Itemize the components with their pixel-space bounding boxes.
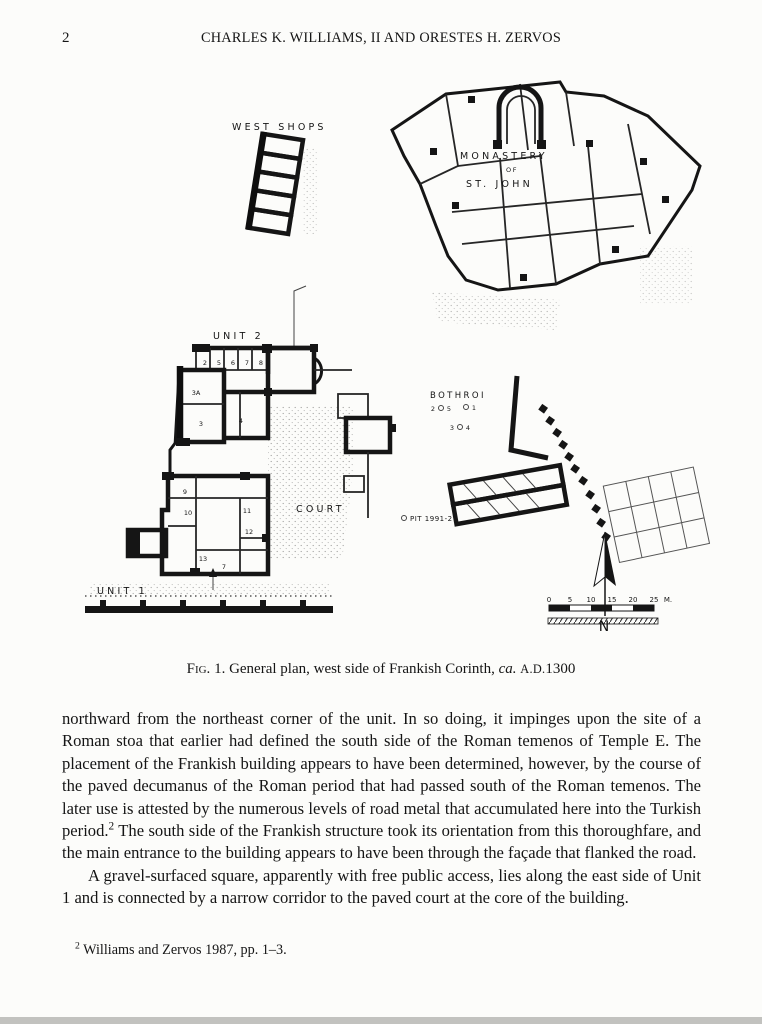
footnote-number: 2 <box>75 940 80 952</box>
figure-caption: Fig. 1. General plan, west side of Frank… <box>0 661 762 678</box>
monastery-st-john-label: ST. JOHN <box>466 179 533 190</box>
scale-tick: 0 <box>547 596 551 604</box>
unit1-label: UNIT 1 <box>97 586 148 597</box>
west-shops-plan: WEST SHOPS <box>232 122 327 237</box>
scale-unit-label: M. <box>664 596 672 604</box>
monastery-of-label: OF <box>506 166 518 174</box>
room-number: 3 <box>199 420 203 428</box>
caption-fig-label: Fig. <box>186 661 211 677</box>
scale-tick: 5 <box>568 596 572 604</box>
west-shops-label: WEST SHOPS <box>232 122 327 133</box>
caption-text: General plan, west side of Frankish Cori… <box>229 661 495 677</box>
page-number: 2 <box>62 30 70 46</box>
room-number: 11 <box>243 507 251 515</box>
room-number: 4 <box>239 417 243 425</box>
bothros-number: 5 <box>447 405 451 413</box>
running-head: CHARLES K. WILLIAMS, II AND ORESTES H. Z… <box>200 30 562 46</box>
paragraph-1-continued: The south side of the Frankish structure… <box>62 821 701 863</box>
monastery-label: MONASTERY <box>460 151 548 162</box>
room-number: 2 <box>203 359 207 367</box>
bothros-number: 2 <box>431 405 435 413</box>
north-label: N <box>599 619 609 635</box>
caption-number: 1. <box>214 661 226 677</box>
grid-building-plan <box>602 466 711 564</box>
pit-label: PIT 1991-2 <box>410 515 453 523</box>
room-number: 13 <box>199 555 207 563</box>
footnote-line: 2 Williams and Zervos 1987, pp. 1–3. <box>75 940 701 959</box>
caption-ad: A.D. <box>520 662 546 676</box>
bothroi-plan: BOTHROI 2 5 1 3 4 <box>430 375 549 461</box>
body-text: northward from the northeast corner of t… <box>62 708 701 910</box>
scale-tick: 15 <box>608 596 617 604</box>
court-label: COURT <box>296 504 345 515</box>
room-number: 6 <box>231 359 235 367</box>
paragraph-2: A gravel-surfaced square, apparently wit… <box>62 865 701 908</box>
pit-plan: PIT 1991-2 <box>401 515 453 523</box>
page-header: 2 CHARLES K. WILLIAMS, II AND ORESTES H.… <box>62 30 700 50</box>
scale-tick: 20 <box>629 596 638 604</box>
room-number: 10 <box>184 509 192 517</box>
monastery-plan: MONASTERY OF ST. JOHN <box>390 80 702 292</box>
caption-year: 1300 <box>545 661 576 677</box>
room-number: 12 <box>245 528 253 536</box>
long-building-plan <box>447 462 570 527</box>
footnote: 2 Williams and Zervos 1987, pp. 1–3. <box>62 940 701 959</box>
paragraph-1: northward from the northeast corner of t… <box>62 708 701 865</box>
footnote-ref: 2 <box>108 820 115 833</box>
rubble-wall-plan <box>538 403 611 542</box>
figure-1: WEST SHOPS <box>0 68 762 678</box>
room-number: 7 <box>245 359 249 367</box>
room-number: 3A <box>192 389 201 397</box>
church-apse <box>496 84 544 144</box>
paragraph-1-text: northward from the northeast corner of t… <box>62 709 701 841</box>
north-arrow-icon: N <box>593 531 616 635</box>
scale-tick: 10 <box>587 596 596 604</box>
room-number: 9 <box>183 488 187 496</box>
chapel-apse <box>313 356 323 386</box>
scale-bar: 0 5 10 15 20 25 M. <box>547 596 672 625</box>
room-number: 7 <box>222 563 226 571</box>
footnote-text: Williams and Zervos 1987, pp. 1–3. <box>83 942 287 958</box>
bothros-number: 4 <box>466 424 470 432</box>
scan-edge-artifact <box>0 1017 762 1024</box>
room-number: 8 <box>259 359 263 367</box>
unit2-plan: UNIT 2 <box>125 285 396 590</box>
bothros-number: 1 <box>472 404 476 412</box>
site-plan: WEST SHOPS <box>85 80 711 635</box>
bothros-number: 3 <box>450 424 454 432</box>
room-number: 5 <box>217 359 221 367</box>
unit1-plan: UNIT 1 <box>85 586 333 613</box>
caption-circa: ca. <box>498 661 517 677</box>
unit2-label: UNIT 2 <box>213 331 264 342</box>
bothroi-label: BOTHROI <box>430 391 486 401</box>
scale-tick: 25 <box>650 596 659 604</box>
